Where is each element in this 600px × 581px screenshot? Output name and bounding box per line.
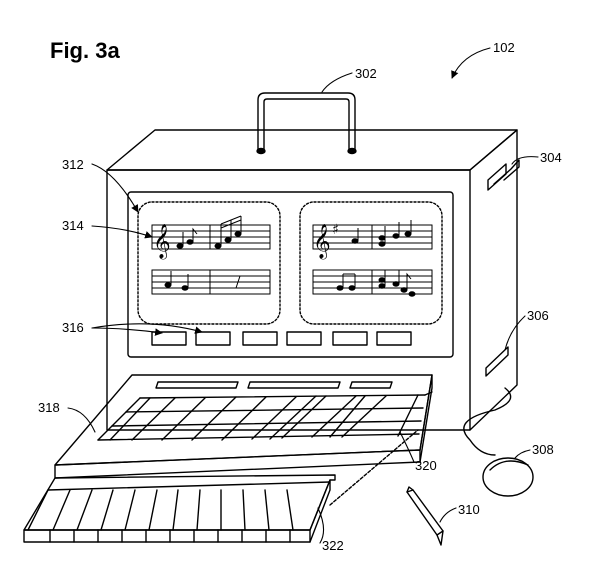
ref-label-side-port: 304	[540, 150, 562, 165]
ref-label-hinge: 320	[415, 458, 437, 473]
ref-label-stylus: 310	[458, 502, 480, 517]
svg-text:𝄞: 𝄞	[313, 224, 331, 260]
stylus	[406, 486, 444, 546]
device-cabinet	[106, 129, 520, 431]
staff-lines-right	[312, 224, 433, 295]
staff-lines-left	[151, 224, 271, 295]
figure-title: Fig. 3a	[50, 38, 120, 63]
notation-panel-right	[299, 201, 443, 325]
qwerty-keyboard	[54, 374, 433, 479]
ref-label-piano-keys: 322	[322, 538, 344, 553]
ref-label-notation: 314	[62, 218, 84, 233]
ref-label-keyboard: 318	[38, 400, 60, 415]
ref-label-handle: 302	[355, 66, 377, 81]
ref-label-soft-buttons: 316	[62, 320, 84, 335]
leader-lines	[67, 47, 539, 544]
ref-label-mouse: 308	[532, 442, 554, 457]
ref-label-device: 102	[493, 40, 515, 55]
piano-keyboard	[23, 474, 336, 543]
soft-button-row	[151, 331, 412, 346]
music-notes: 𝄞 𝄞 ♯	[153, 215, 416, 297]
svg-text:♯: ♯	[332, 222, 339, 238]
mouse	[463, 387, 534, 497]
ref-label-side-slot: 306	[527, 308, 549, 323]
ref-label-display: 312	[62, 157, 84, 172]
notation-panel-left	[137, 201, 281, 325]
carry-handle	[256, 92, 357, 155]
hinge-connector	[329, 429, 419, 506]
screen-bezel	[127, 191, 454, 358]
svg-text:𝄞: 𝄞	[153, 224, 171, 260]
